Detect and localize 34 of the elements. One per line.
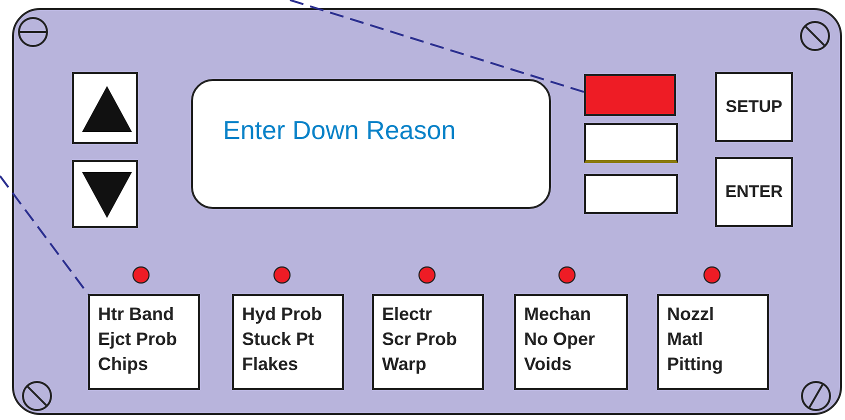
indicator-lamp: [584, 174, 678, 214]
reason-label: Voids: [524, 353, 573, 376]
indicator-lamp: [584, 74, 676, 116]
reason-button: [514, 294, 628, 390]
down-button: [72, 160, 138, 228]
setup-button: [715, 72, 793, 142]
enter-button: [715, 157, 793, 227]
reason-label: Scr Prob: [382, 328, 458, 351]
reason-label: Nozzl: [667, 303, 715, 326]
reason-label: Flakes: [242, 353, 300, 376]
reason-label: No Oper: [524, 328, 596, 351]
reason-label: Pitting: [667, 353, 724, 376]
reason-button: [372, 294, 484, 390]
up-button: [72, 72, 138, 144]
leader-line: [0, 175, 89, 295]
reason-label: Warp: [382, 353, 428, 376]
display-text: Enter Down Reason: [223, 115, 457, 146]
reason-label: Matl: [667, 328, 704, 351]
display-screen: [191, 79, 551, 209]
reason-label: Hyd Prob: [242, 303, 324, 326]
reason-label: Chips: [98, 353, 150, 376]
reason-button: [232, 294, 344, 390]
reason-button: [88, 294, 200, 390]
control-panel: [12, 8, 842, 415]
indicator-lamp: [584, 123, 678, 163]
reason-label: Stuck Pt: [242, 328, 316, 351]
button-label: SETUP: [726, 97, 782, 117]
reason-label: Ejct Prob: [98, 328, 178, 351]
reason-button: [657, 294, 769, 390]
button-label: ENTER: [725, 182, 783, 202]
leader-line: [290, 0, 584, 93]
reason-label: Mechan: [524, 303, 592, 326]
reason-label: Htr Band: [98, 303, 175, 326]
reason-label: Electr: [382, 303, 434, 326]
